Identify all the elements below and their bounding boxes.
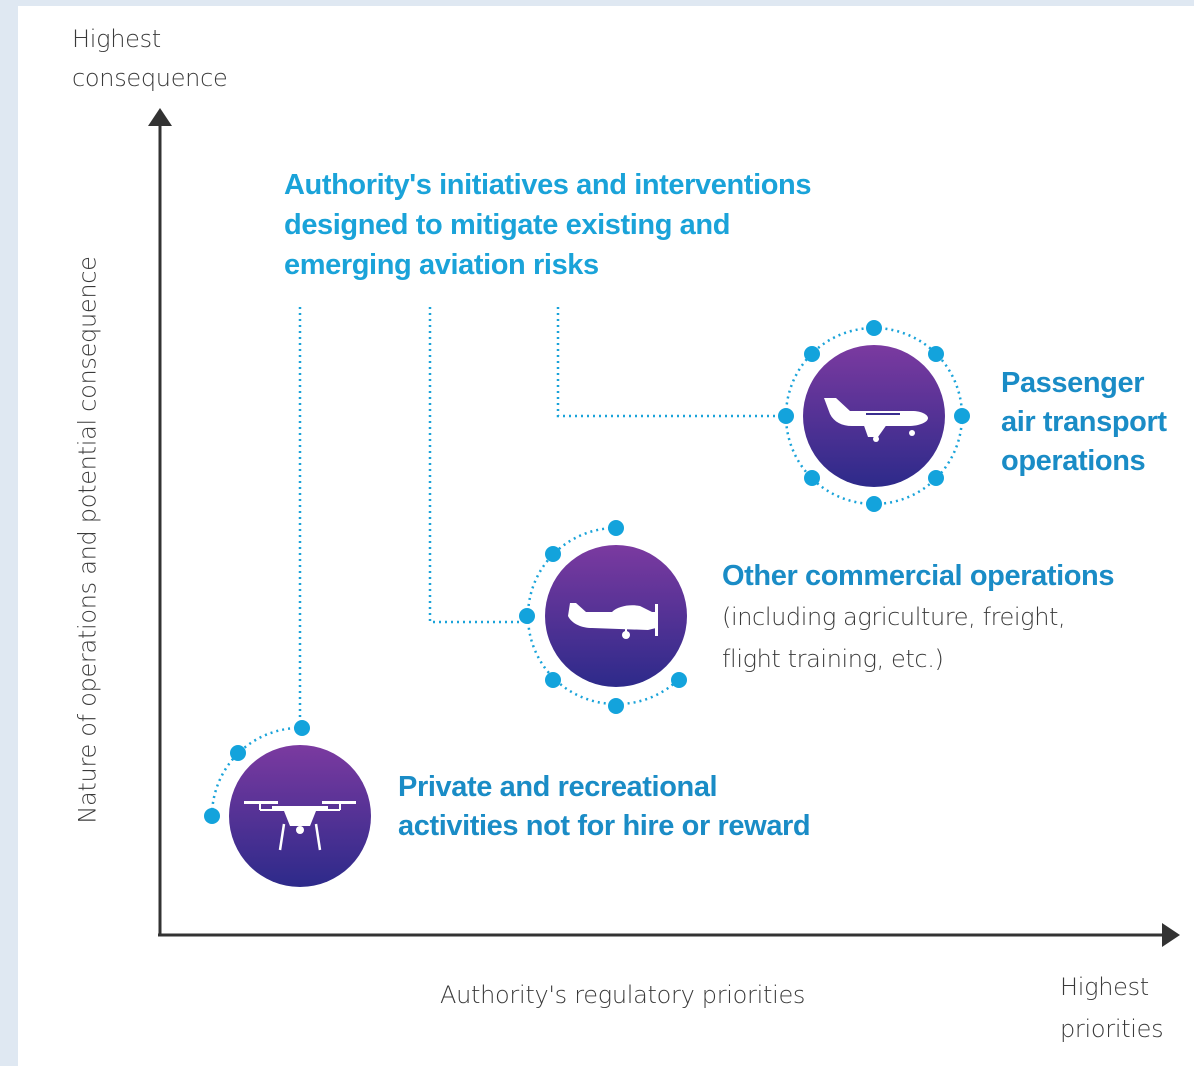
passenger-title: Passenger air transport operations: [1001, 367, 1167, 477]
y-axis-top-label: Highest consequence: [72, 25, 228, 92]
commercial-title: Other commercial operations: [722, 560, 1115, 592]
drone-icon: [244, 801, 356, 851]
private-title: Private and recreational activities not …: [398, 771, 811, 842]
connector-lines: [298, 307, 775, 720]
diagram-panel: [18, 6, 1194, 1066]
passenger-plane-icon: [824, 398, 928, 442]
x-axis-arrowhead: [1162, 923, 1180, 947]
connector-passenger: [556, 307, 775, 418]
passenger-node: [778, 320, 970, 512]
y-axis-title: Nature of operations and potential conse…: [73, 256, 102, 824]
commercial-node: [519, 520, 687, 714]
commercial-ring-dots: [519, 520, 687, 714]
private-dotted-ring: [210, 726, 303, 817]
x-axis-right-label: Highest priorities: [1060, 973, 1164, 1043]
passenger-ring-dots: [778, 320, 970, 512]
commercial-description: (including agriculture, freight, flight …: [722, 603, 1066, 673]
connector-commercial: [428, 307, 520, 624]
private-node: [204, 720, 371, 887]
axes: [148, 108, 1180, 947]
light-aircraft-icon: [568, 603, 658, 639]
y-axis-arrowhead: [148, 108, 172, 126]
initiatives-heading: Authority's initiatives and intervention…: [284, 169, 812, 281]
x-axis-title: Authority's regulatory priorities: [440, 981, 806, 1009]
private-ring-dots: [204, 720, 310, 824]
